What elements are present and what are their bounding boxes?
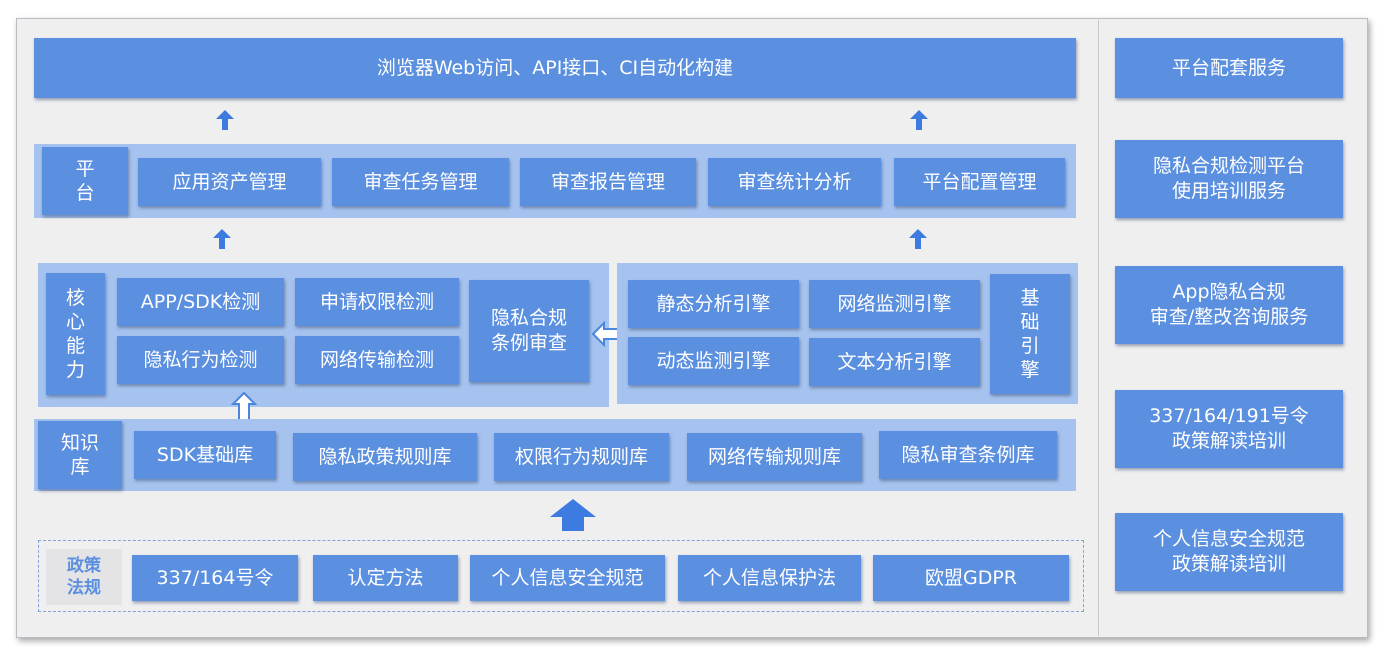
core-item-privacy-behavior: 隐私行为检测 — [117, 336, 284, 384]
core-item-permission: 申请权限检测 — [295, 278, 459, 326]
engine-item-static: 静态分析引擎 — [628, 280, 799, 328]
knowledge-item-network: 网络传输规则库 — [687, 433, 862, 481]
frame-divider — [1098, 20, 1099, 636]
engine-label: 基 础 引 擎 — [990, 274, 1070, 394]
service-spec-training: 个人信息安全规范 政策解读培训 — [1115, 513, 1343, 591]
knowledge-item-audit: 隐私审查条例库 — [879, 431, 1057, 479]
policy-item-gdpr: 欧盟GDPR — [873, 555, 1069, 601]
knowledge-item-sdk: SDK基础库 — [134, 431, 276, 479]
service-order-training: 337/164/191号令 政策解读培训 — [1115, 390, 1343, 468]
arrow-up-icon — [910, 110, 928, 130]
platform-item-task: 审查任务管理 — [332, 158, 509, 206]
platform-item-asset: 应用资产管理 — [138, 158, 321, 206]
access-bar: 浏览器Web访问、API接口、CI自动化构建 — [34, 38, 1076, 98]
engine-item-text: 文本分析引擎 — [809, 338, 980, 386]
engine-item-dynamic: 动态监测引擎 — [628, 337, 799, 385]
engine-item-network: 网络监测引擎 — [809, 280, 980, 328]
platform-item-stats: 审查统计分析 — [708, 158, 881, 206]
knowledge-item-privacy-policy: 隐私政策规则库 — [293, 433, 477, 481]
core-label: 核 心 能 力 — [46, 273, 105, 395]
core-rule-audit: 隐私合规 条例审查 — [469, 280, 589, 382]
platform-item-config: 平台配置管理 — [894, 158, 1065, 206]
platform-label: 平 台 — [42, 147, 128, 215]
policy-item-protection-law: 个人信息保护法 — [678, 555, 861, 601]
service-platform-support: 平台配套服务 — [1115, 38, 1343, 98]
arrow-up-icon — [216, 110, 234, 130]
service-app-consulting: App隐私合规 审查/整改咨询服务 — [1115, 266, 1343, 344]
policy-item-method: 认定方法 — [313, 555, 458, 601]
service-platform-training: 隐私合规检测平台 使用培训服务 — [1115, 140, 1343, 218]
policy-item-security-spec: 个人信息安全规范 — [470, 555, 665, 601]
platform-item-report: 审查报告管理 — [520, 158, 696, 206]
core-item-app-sdk: APP/SDK检测 — [117, 278, 284, 326]
knowledge-item-permission: 权限行为规则库 — [494, 433, 669, 481]
arrow-up-icon — [213, 229, 231, 249]
core-item-network: 网络传输检测 — [295, 336, 459, 384]
policy-item-337-164: 337/164号令 — [132, 555, 298, 601]
arrow-up-icon — [909, 229, 927, 249]
knowledge-label: 知识 库 — [38, 421, 122, 489]
policy-label: 政策 法规 — [46, 549, 122, 605]
big-arrow-up-icon — [550, 499, 596, 531]
policy-region — [38, 540, 1084, 612]
